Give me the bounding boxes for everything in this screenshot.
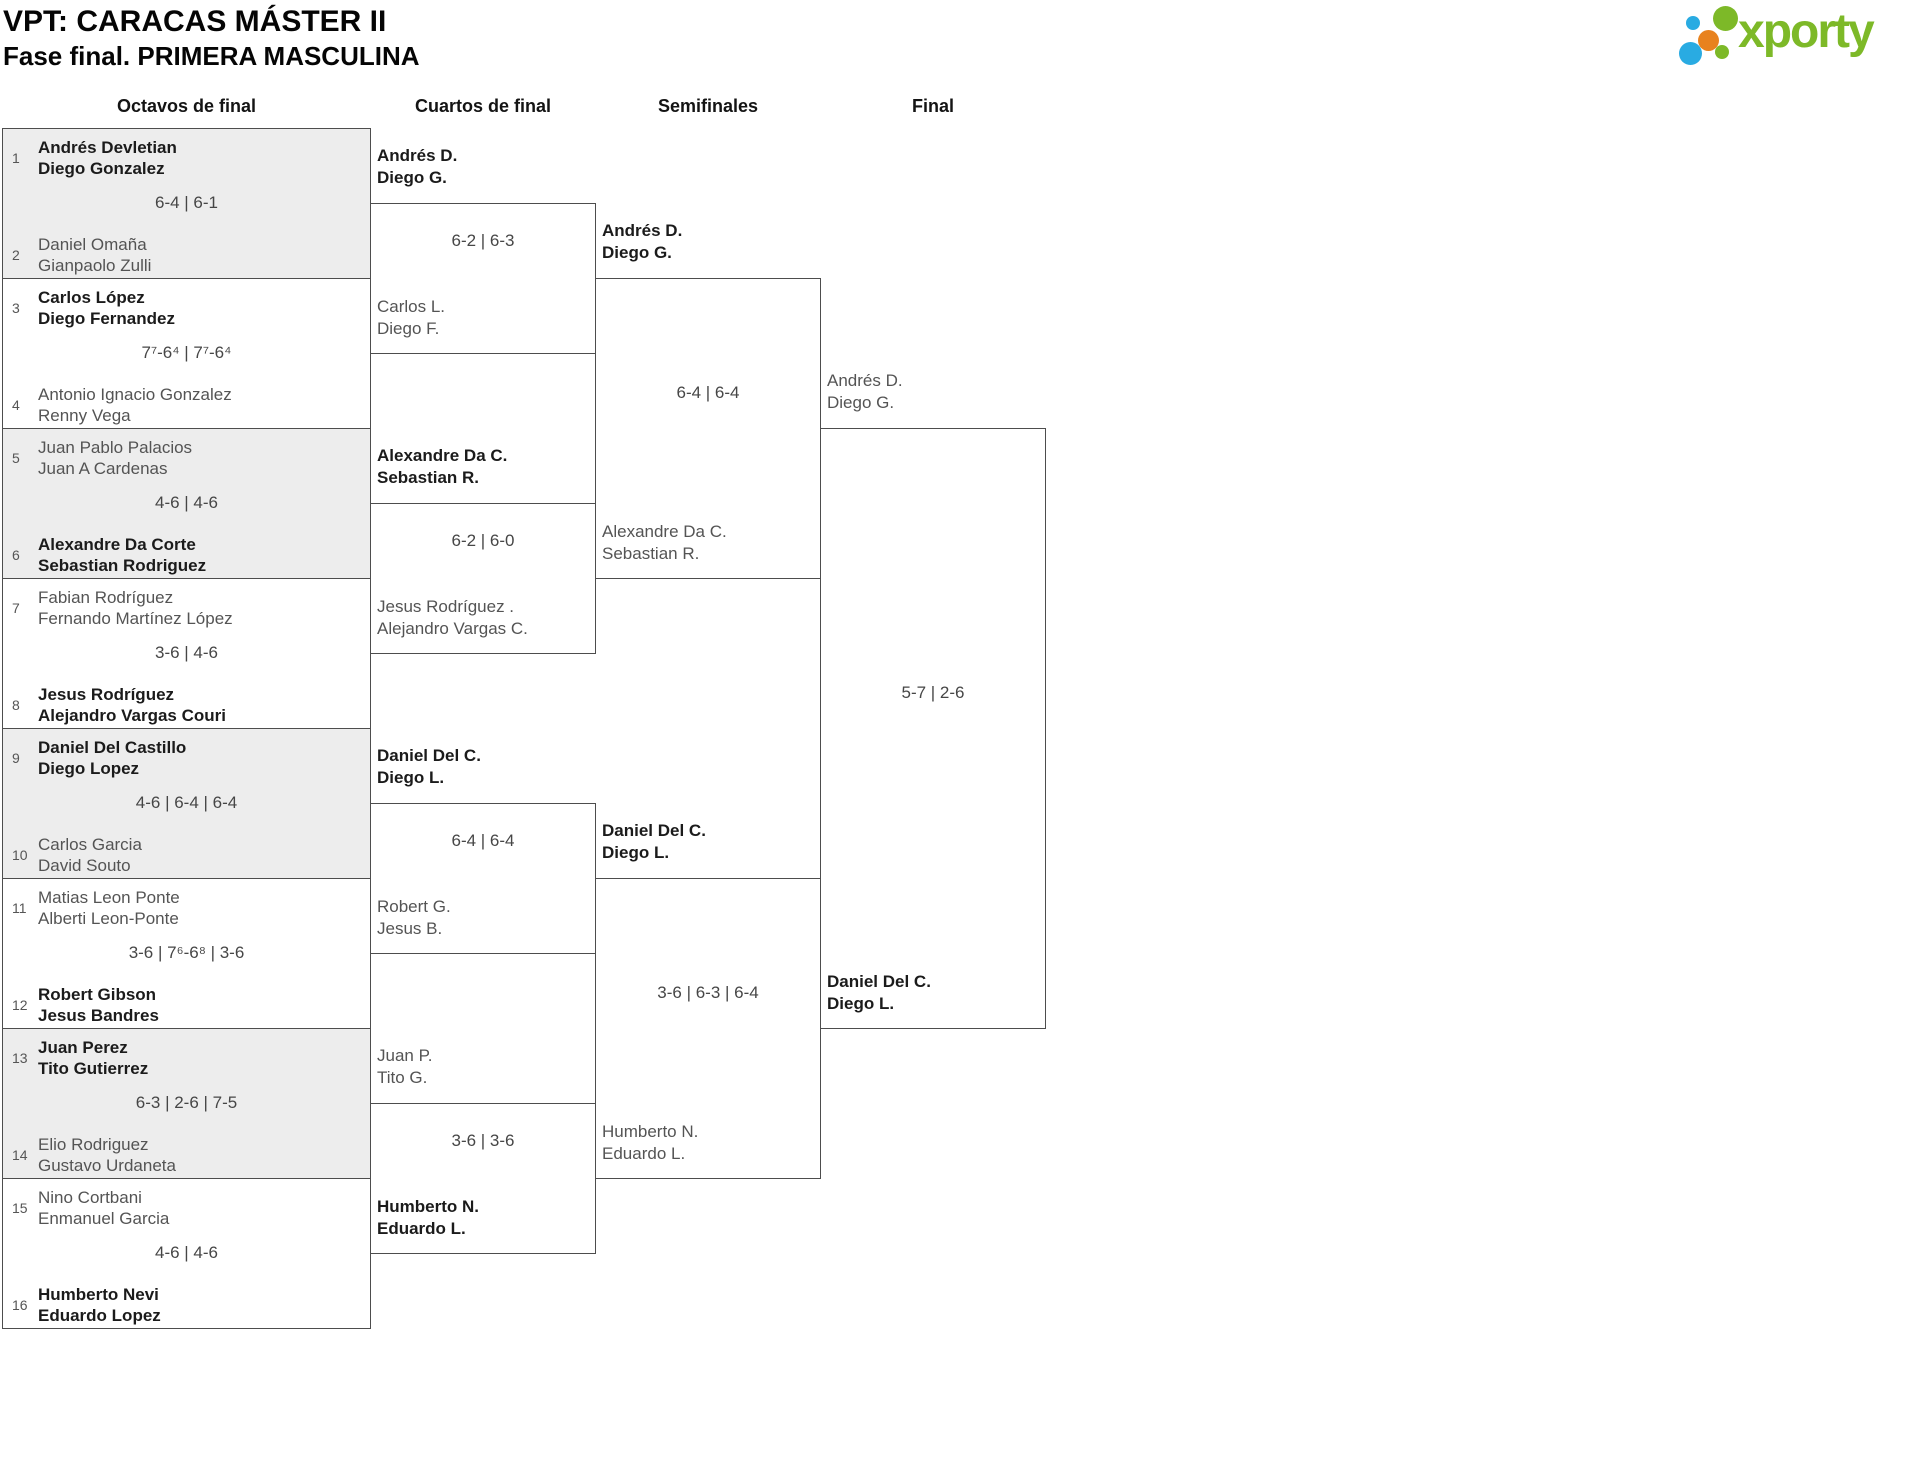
match-score: 4-6 | 6-4 | 6-4 xyxy=(135,793,238,812)
team-name: Alexandre Da C.Sebastian R. xyxy=(377,446,508,487)
match-score: 5-7 | 2-6 xyxy=(901,683,965,702)
team-name: Jesus Rodríguez .Alejandro Vargas C. xyxy=(377,597,528,638)
logo-dot-blue-large xyxy=(1679,42,1702,65)
team-name: Andrés D.Diego G. xyxy=(827,371,903,412)
seed-number: 11 xyxy=(12,900,27,916)
seed-number: 13 xyxy=(12,1050,28,1066)
page-subtitle: Fase final. PRIMERA MASCULINA xyxy=(3,41,420,71)
seed-number: 5 xyxy=(12,450,20,466)
match-score: 6-4 | 6-1 xyxy=(154,193,218,212)
seed-number: 1 xyxy=(12,150,20,166)
team-name: Carlos L.Diego F. xyxy=(377,297,446,338)
match-score: 7⁷-6⁴ | 7⁷-6⁴ xyxy=(141,343,232,362)
match-score: 6-2 | 6-0 xyxy=(451,531,515,550)
logo-dot-orange xyxy=(1698,30,1719,51)
team-name: Humberto N.Eduardo L. xyxy=(377,1197,479,1238)
seed-number: 6 xyxy=(12,547,20,563)
match-score: 3-6 | 4-6 xyxy=(154,643,218,662)
team-name: Daniel Del C.Diego L. xyxy=(827,972,931,1013)
team-name: Juan P.Tito G. xyxy=(377,1046,433,1087)
seed-number: 9 xyxy=(12,750,20,766)
xporty-logo[interactable]: xporty xyxy=(1676,5,1904,72)
logo-text: xporty xyxy=(1738,5,1875,58)
round-header-cuartos: Cuartos de final xyxy=(414,96,552,116)
team-name: Andrés D.Diego G. xyxy=(377,146,458,187)
match-score: 3-6 | 3-6 xyxy=(451,1131,515,1150)
seed-number: 16 xyxy=(12,1297,28,1313)
seed-number: 2 xyxy=(12,247,20,263)
match-score: 3-6 | 7⁶-6⁸ | 3-6 xyxy=(128,943,245,962)
round-header-octavos: Octavos de final xyxy=(116,96,257,116)
match-score: 6-2 | 6-3 xyxy=(451,231,515,250)
match-score: 3-6 | 6-3 | 6-4 xyxy=(657,983,759,1002)
seed-number: 7 xyxy=(12,600,20,616)
match-score: 4-6 | 4-6 xyxy=(154,493,218,512)
match-score: 6-3 | 2-6 | 7-5 xyxy=(135,1093,238,1112)
team-name: Alexandre Da C.Sebastian R. xyxy=(602,522,727,563)
match-score: 6-4 | 6-4 xyxy=(451,831,515,850)
team-name: Robert G.Jesus B. xyxy=(377,897,451,938)
seed-number: 10 xyxy=(12,847,28,863)
round-header-semifinales: Semifinales xyxy=(657,96,759,116)
team-name: Andrés D.Diego G. xyxy=(602,221,683,262)
logo-dot-green-large xyxy=(1713,6,1738,31)
match-score: 4-6 | 4-6 xyxy=(154,1243,218,1262)
round-header-final: Final xyxy=(911,96,954,116)
logo-dot-blue-small xyxy=(1686,16,1700,30)
seed-number: 3 xyxy=(12,300,20,316)
team-name: Humberto N.Eduardo L. xyxy=(602,1122,699,1163)
seed-number: 14 xyxy=(12,1147,28,1163)
page-title: VPT: CARACAS MÁSTER II xyxy=(3,5,387,38)
seed-number: 4 xyxy=(12,397,20,413)
logo-dot-green-small xyxy=(1715,45,1729,59)
team-name: Daniel Del C.Diego L. xyxy=(602,821,706,862)
final-match-box xyxy=(820,428,1046,1029)
team-name: Daniel Del C.Diego L. xyxy=(377,746,481,787)
seed-number: 12 xyxy=(12,997,28,1013)
match-score: 6-4 | 6-4 xyxy=(676,383,740,402)
seed-number: 15 xyxy=(12,1200,28,1216)
seed-number: 8 xyxy=(12,697,20,713)
